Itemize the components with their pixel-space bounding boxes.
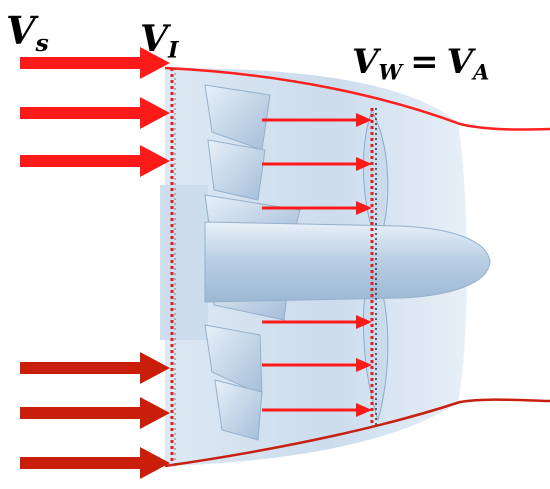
- label-va-sub: A: [472, 59, 490, 85]
- thin-right-arrow-icon: [262, 315, 372, 329]
- upper-streamline: [164, 66, 550, 131]
- thin-right-arrow-icon: [262, 113, 372, 127]
- label-vs: Vs: [6, 8, 49, 57]
- lower-streamline: [164, 398, 550, 468]
- label-vi-sub: I: [167, 37, 179, 64]
- label-vw-main: V: [352, 42, 379, 82]
- label-vs-sub: s: [35, 29, 49, 58]
- wake-arrows: [262, 113, 372, 417]
- right-arrow-icon: [20, 352, 170, 384]
- right-arrow-icon: [20, 397, 170, 429]
- wake-section-line: [370, 108, 377, 426]
- right-arrow-icon: [20, 145, 170, 177]
- label-vs-main: V: [6, 8, 36, 53]
- inflow-arrows: [20, 47, 170, 479]
- label-vw-equals-va: VW=VA: [352, 42, 489, 84]
- inlet-section-line: [170, 68, 176, 466]
- right-arrow-icon: [20, 447, 170, 479]
- hub-spinner: [204, 221, 491, 303]
- rear-blades: [362, 108, 389, 422]
- inlet-face: [160, 185, 208, 340]
- thin-right-arrow-icon: [262, 201, 372, 215]
- thin-right-arrow-icon: [262, 403, 372, 417]
- label-va-main: V: [446, 42, 473, 82]
- right-arrow-icon: [20, 97, 170, 129]
- thin-right-arrow-icon: [262, 157, 372, 171]
- label-vi: VI: [140, 18, 178, 64]
- right-arrow-icon: [20, 47, 170, 79]
- label-equals: =: [410, 42, 439, 82]
- label-vw-sub: W: [378, 59, 403, 85]
- thin-right-arrow-icon: [262, 358, 372, 372]
- label-vi-main: V: [140, 18, 168, 60]
